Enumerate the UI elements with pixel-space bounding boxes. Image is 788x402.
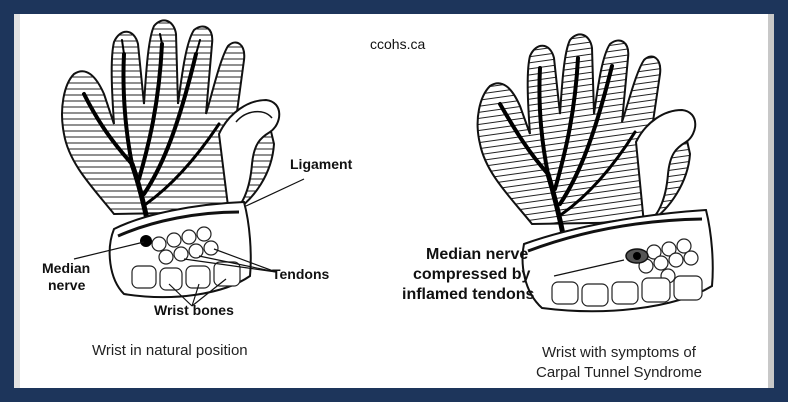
left-median-nerve-dot [140, 235, 152, 247]
hands-illustration [14, 14, 774, 388]
wrist-bones-label: Wrist bones [154, 302, 234, 318]
left-hand [62, 20, 304, 306]
callout-line2: compressed by [413, 266, 530, 284]
median-nerve-label-line1: Median [42, 260, 90, 276]
ligament-label: Ligament [290, 156, 352, 172]
tendons-label: Tendons [272, 266, 329, 282]
left-caption: Wrist in natural position [92, 342, 248, 359]
watermark: ccohs.ca [370, 36, 425, 52]
callout-line1: Median nerve [426, 246, 528, 264]
right-caption-line2: Carpal Tunnel Syndrome [536, 364, 702, 381]
figure-panel: ccohs.ca Ligament Median nerve Tendons W… [14, 14, 774, 388]
right-caption-line1: Wrist with symptoms of [542, 344, 696, 361]
median-nerve-label-line2: nerve [48, 277, 85, 293]
callout-line3: inflamed tendons [402, 286, 534, 304]
